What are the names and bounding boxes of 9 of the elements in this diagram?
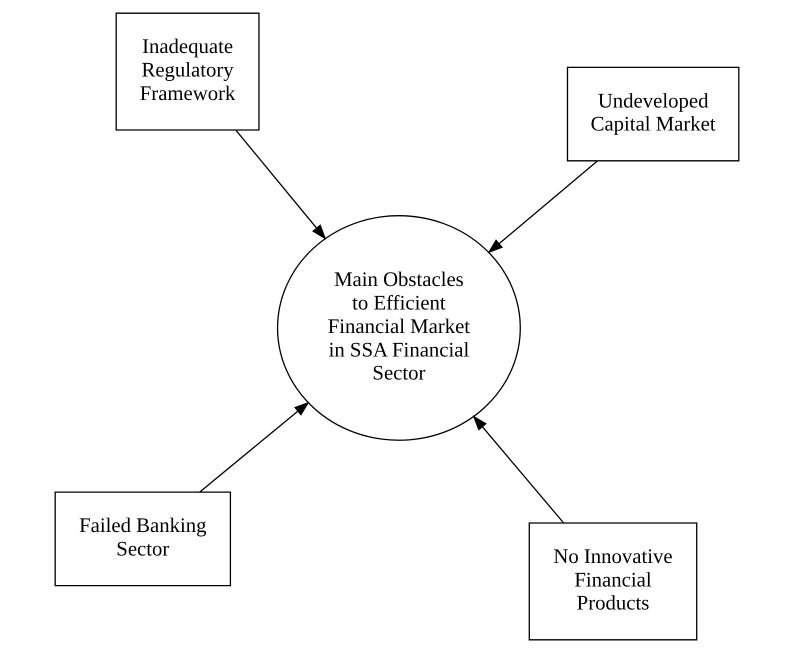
node-box: Inadequate Regulatory Framework	[116, 12, 260, 131]
arrow	[472, 415, 564, 524]
node-box: No Innovative Financial Products	[528, 522, 698, 640]
node-circle: Main Obstacles to Efficient Financial Market in SSA Financial Sector	[276, 215, 521, 441]
arrow	[488, 160, 598, 254]
node-box: Failed Banking Sector	[54, 492, 232, 586]
node-box: Undeveloped Capital Market	[566, 66, 740, 162]
arrow	[199, 402, 310, 493]
arrow	[236, 130, 326, 240]
